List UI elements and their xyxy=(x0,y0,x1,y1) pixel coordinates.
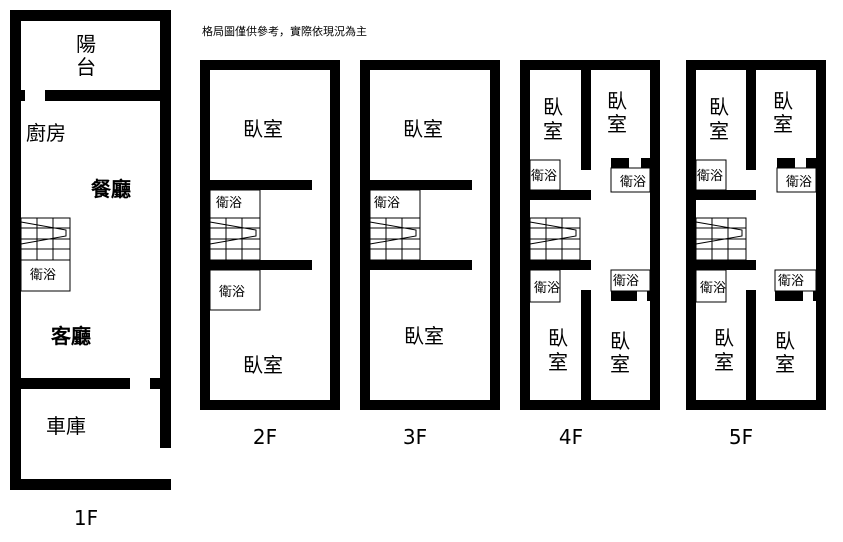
disclaimer-note: 格局圖僅供參考，實際依現況為主 xyxy=(202,24,367,38)
room-bath-c: 衛浴 xyxy=(534,281,560,296)
room-bath-bottom: 衛浴 xyxy=(219,285,245,300)
wall xyxy=(200,60,210,410)
floor-4f: 臥 室 臥 室 衛浴 衛浴 衛浴 衛浴 臥 室 臥 室 4F xyxy=(520,60,660,449)
room-bedroom-b-char1: 臥 xyxy=(607,89,627,113)
room-bedroom-b-char2: 室 xyxy=(773,112,793,136)
wall xyxy=(360,60,370,410)
room-bath-c: 衛浴 xyxy=(700,281,726,296)
wall xyxy=(10,10,171,21)
room-bedroom-d-char2: 室 xyxy=(775,352,795,376)
wall xyxy=(490,60,500,410)
room-bath-top: 衛浴 xyxy=(216,196,242,211)
room-bath: 衛浴 xyxy=(374,196,400,211)
wall xyxy=(10,90,25,101)
wall xyxy=(816,60,826,410)
floor-label-5f: 5F xyxy=(729,425,753,449)
wall xyxy=(611,291,637,301)
room-balcony-line1: 陽 xyxy=(76,32,96,56)
wall xyxy=(520,60,530,410)
room-kitchen: 廚房 xyxy=(26,121,66,145)
wall xyxy=(746,290,756,410)
room-garage: 車庫 xyxy=(46,414,86,438)
wall xyxy=(650,60,660,410)
room-bedroom-bottom: 臥室 xyxy=(243,353,283,377)
wall xyxy=(360,400,500,410)
wall xyxy=(581,60,591,170)
wall xyxy=(200,400,340,410)
room-bedroom-c-char2: 室 xyxy=(548,350,568,374)
wall xyxy=(45,90,171,101)
room-bath-d: 衛浴 xyxy=(778,274,804,289)
floor-3f: 臥室 衛浴 臥室 3F xyxy=(360,60,500,449)
wall xyxy=(746,60,756,170)
wall xyxy=(360,60,500,70)
wall xyxy=(10,479,171,490)
wall xyxy=(360,260,472,270)
wall xyxy=(150,378,171,389)
room-bath-d: 衛浴 xyxy=(613,274,639,289)
wall xyxy=(813,291,826,301)
staircase xyxy=(529,159,651,303)
floor-2f: 臥室 衛浴 衛浴 臥室 2F xyxy=(200,60,340,449)
wall xyxy=(686,190,756,200)
room-dining: 餐廳 xyxy=(91,177,131,201)
wall xyxy=(611,158,629,168)
room-bedroom-a-char1: 臥 xyxy=(543,95,563,119)
wall xyxy=(200,60,340,70)
wall xyxy=(775,291,803,301)
room-bedroom-b-char1: 臥 xyxy=(773,89,793,113)
floor-label-1f: 1F xyxy=(74,506,98,530)
room-bath-a: 衛浴 xyxy=(531,169,557,184)
staircase xyxy=(209,189,261,311)
staircase xyxy=(20,217,71,261)
floor-5f: 臥 室 臥 室 衛浴 衛浴 衛浴 衛浴 臥 室 臥 室 5F xyxy=(686,60,826,449)
wall xyxy=(520,190,591,200)
room-bedroom-b-char2: 室 xyxy=(607,112,627,136)
wall xyxy=(647,291,660,301)
room-bedroom-c-char1: 臥 xyxy=(714,326,734,350)
room-bedroom-a-char1: 臥 xyxy=(709,95,729,119)
wall xyxy=(806,158,826,168)
room-bath: 衛浴 xyxy=(30,268,56,283)
wall xyxy=(686,60,696,410)
wall xyxy=(160,10,171,448)
wall xyxy=(330,60,340,410)
room-bedroom-top: 臥室 xyxy=(403,117,443,141)
wall xyxy=(10,378,130,389)
floor-1f: 陽 台 廚房 餐廳 衛浴 客廳 車庫 1F xyxy=(10,10,171,530)
room-balcony-line2: 台 xyxy=(76,55,96,79)
room-bedroom-bottom: 臥室 xyxy=(404,324,444,348)
staircase xyxy=(695,159,817,303)
floor-label-2f: 2F xyxy=(253,425,277,449)
room-bath-b: 衛浴 xyxy=(620,175,646,190)
room-bedroom-a-char2: 室 xyxy=(543,119,563,143)
room-bedroom-a-char2: 室 xyxy=(709,119,729,143)
room-bedroom-d-char1: 臥 xyxy=(610,329,630,353)
wall xyxy=(200,260,312,270)
room-bedroom-d-char1: 臥 xyxy=(775,329,795,353)
room-bedroom-d-char2: 室 xyxy=(610,352,630,376)
floor-label-3f: 3F xyxy=(403,425,427,449)
room-living: 客廳 xyxy=(50,324,91,348)
wall xyxy=(777,158,795,168)
floor-label-4f: 4F xyxy=(559,425,583,449)
wall xyxy=(200,180,312,190)
room-bedroom-top: 臥室 xyxy=(243,117,283,141)
wall xyxy=(581,290,591,410)
bath-box xyxy=(20,259,71,292)
room-bath-b: 衛浴 xyxy=(786,175,812,190)
wall xyxy=(641,158,660,168)
room-bedroom-c-char1: 臥 xyxy=(548,326,568,350)
staircase xyxy=(369,189,421,261)
room-bath-a: 衛浴 xyxy=(697,169,723,184)
wall xyxy=(686,260,756,270)
wall xyxy=(520,260,591,270)
wall xyxy=(360,180,472,190)
wall xyxy=(10,10,21,490)
room-bedroom-c-char2: 室 xyxy=(714,350,734,374)
